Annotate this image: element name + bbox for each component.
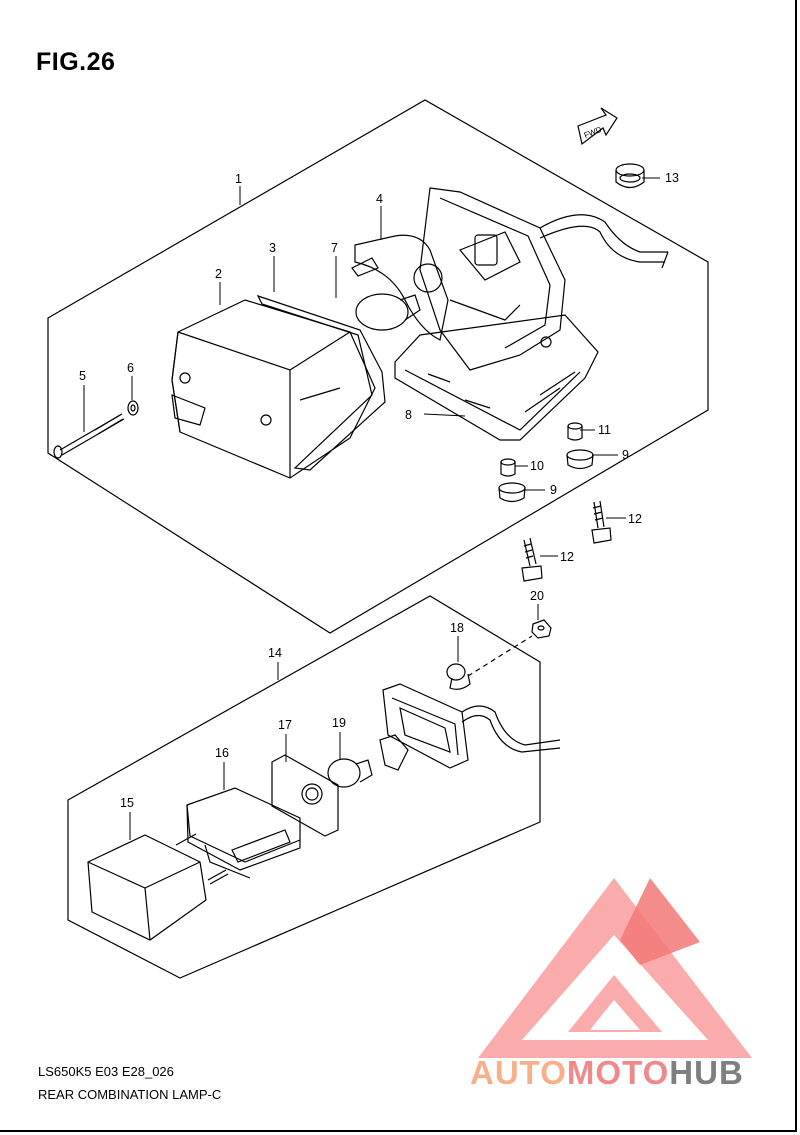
callout-16: 16	[215, 746, 229, 760]
callout-13: 13	[665, 171, 679, 185]
assembly-1-frame	[47, 99, 709, 634]
part-5-screw	[53, 413, 125, 459]
figure-code: LS650K5 E03 E28_026	[38, 1064, 174, 1079]
part-12-bolt-lower	[521, 537, 543, 582]
part-18-bolt	[446, 663, 471, 690]
watermark-text-part-1: AUTO	[470, 1054, 567, 1091]
callout-11: 11	[598, 423, 611, 437]
callout-12-lower: 12	[560, 550, 574, 564]
part-4-gasket	[354, 234, 449, 341]
callout-20: 20	[530, 589, 544, 603]
part-12-bolt-upper	[591, 500, 612, 544]
alignment-dashed-line	[467, 635, 533, 677]
part-17-gasket-plate	[271, 754, 339, 837]
callout-2: 2	[215, 267, 222, 281]
callout-17: 17	[278, 718, 292, 732]
part-3-lens-gasket	[256, 294, 386, 471]
part-15-lens	[87, 834, 207, 941]
callout-15: 15	[120, 796, 134, 810]
callout-9-upper: 9	[622, 448, 629, 462]
part-20-nut	[531, 619, 552, 639]
part-15-screw	[175, 833, 229, 885]
part-19-bulb	[327, 758, 373, 788]
watermark-text-part-2: MOTO	[566, 1054, 670, 1091]
assembly-14-frame	[67, 595, 541, 979]
watermark-text-part-3: HUB	[669, 1054, 744, 1091]
callout-18: 18	[450, 621, 464, 635]
part-7-bulb	[351, 257, 421, 331]
part-10-spacer	[500, 458, 516, 477]
watermark-text: AUTOMOTOHUB	[470, 1054, 744, 1092]
part-4-gasket-hole	[413, 263, 443, 293]
callout-19: 19	[332, 716, 346, 730]
callout-5: 5	[79, 369, 86, 383]
part-9-grommet-lower	[498, 482, 526, 503]
callout-7: 7	[331, 241, 338, 255]
callout-4: 4	[376, 192, 383, 206]
part-13-grommet	[615, 163, 645, 189]
callout-8: 8	[405, 408, 412, 422]
callout-6: 6	[127, 361, 134, 375]
part-8-base-plate	[394, 314, 599, 441]
callout-14: 14	[268, 646, 282, 660]
part-14-housing	[379, 683, 561, 771]
figure-name: REAR COMBINATION LAMP-C	[38, 1087, 222, 1102]
part-16-bracket	[186, 787, 301, 879]
part-6-washer	[127, 400, 139, 416]
callout-12-upper: 12	[628, 512, 642, 526]
part-11-spacer	[567, 422, 583, 441]
part-2-lens	[171, 299, 376, 479]
callout-9-lower: 9	[550, 483, 557, 497]
watermark-logo-icon	[478, 878, 752, 1058]
callout-3: 3	[269, 241, 276, 255]
part-9-grommet-upper	[566, 449, 594, 470]
part-4-lamp-housing	[419, 187, 669, 371]
fwd-arrow-icon: FWD	[577, 107, 618, 146]
callout-10: 10	[530, 459, 544, 473]
callout-1: 1	[235, 172, 242, 186]
figure-title: FIG.26	[36, 48, 116, 76]
